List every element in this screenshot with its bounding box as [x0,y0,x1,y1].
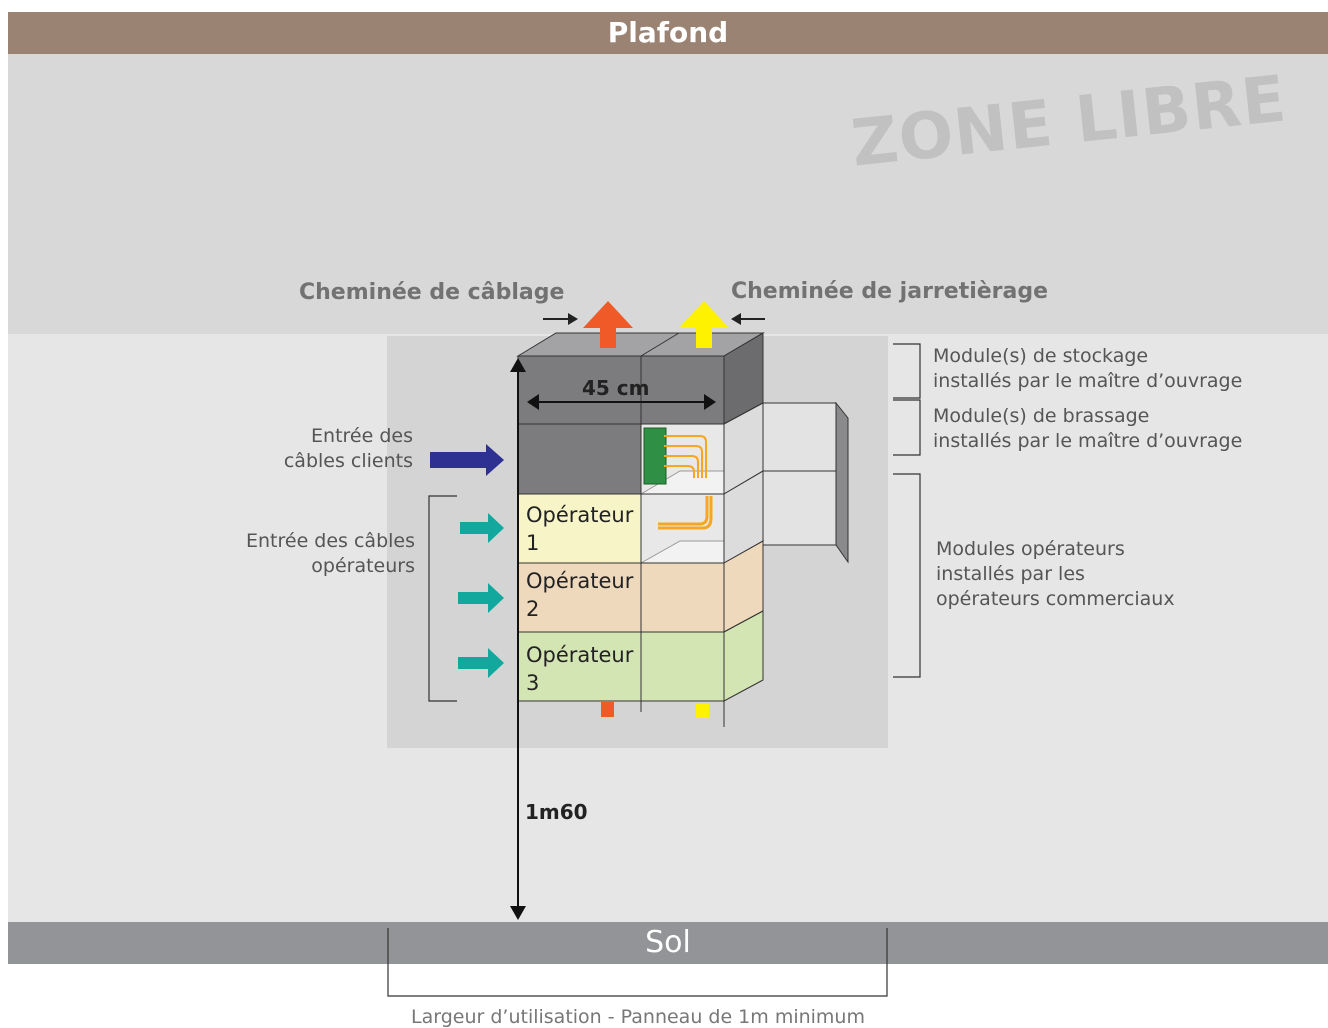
operator-modules-label: Modules opérateurs installés par les opé… [936,538,1175,610]
operator-2-module [517,562,642,633]
free-zone-area [8,54,1328,334]
usage-width-label: Largeur d’utilisation - Panneau de 1m mi… [411,1006,865,1028]
operator-cables-label: Entrée des câbles opérateurs [245,530,415,577]
operator-2-label: Opérateur 2 [526,569,634,621]
operator-1-label: Opérateur 1 [526,503,634,555]
operator-1-cable-arrow [460,513,504,543]
client-cables-arrow [430,444,504,476]
patching-chimney-bottom-marker [696,704,709,718]
ceiling-band: Plafond [8,12,1328,54]
client-cables-label: Entrée des câbles clients [283,425,413,472]
operator-3-label: Opérateur 3 [526,643,634,695]
patching-chimney-label: Cheminée de jarretièrage [731,279,1049,304]
storage-modules-label: Module(s) de stockage installés par le m… [933,345,1243,392]
usage-width-bracket [387,928,888,997]
floor-band: Sol [8,922,1328,964]
patching-chimney-arrow [679,301,729,348]
operator-cables-bracket [428,495,457,702]
storage-module-top-face [516,332,765,357]
cabinet-door-upper [762,402,837,472]
width-dimension-label: 45 cm [582,376,650,400]
cabling-chimney-label: Cheminée de câblage [299,280,565,305]
cabinet-door-lower [762,470,837,546]
patching-module-left [517,423,642,495]
operator-1-module [517,493,642,564]
width-dimension-arrow [527,394,716,410]
cabling-chimney-arrow [583,301,633,348]
patch-panel-board [643,427,667,485]
storage-bracket [893,343,921,399]
operators-bracket [893,473,921,678]
cabinet-door-edge [835,401,849,564]
operator-3-cable-arrow [458,648,504,678]
height-dimension-label: 1m60 [525,800,588,824]
ceiling-label: Plafond [607,16,729,49]
cabling-chimney-bottom-marker [601,702,614,717]
chimney-width-arrows [543,313,765,325]
floor-label: Sol [645,925,691,960]
height-dimension-arrow [510,358,526,920]
operator-2-cable-arrow [458,583,504,613]
patching-bracket [893,399,921,456]
patching-modules-label: Module(s) de brassage installés par le m… [933,405,1243,452]
